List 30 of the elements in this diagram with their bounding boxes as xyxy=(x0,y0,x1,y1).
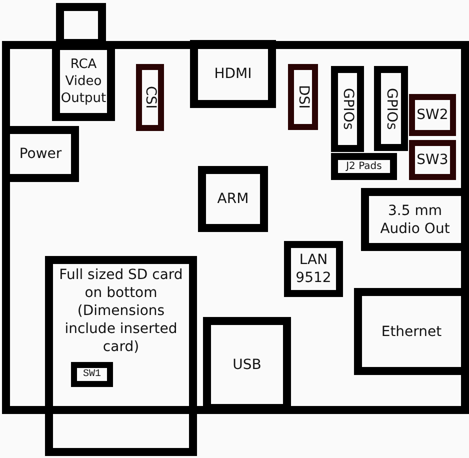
chip-box xyxy=(284,241,343,297)
component-label: J2 Pads xyxy=(346,160,382,174)
component-label: Ethernet xyxy=(381,322,442,340)
chip-box xyxy=(198,166,268,232)
header-box xyxy=(331,66,364,152)
component-label: DSI xyxy=(294,85,312,109)
component-label: HDMI xyxy=(214,65,252,83)
component-label: CSI xyxy=(142,86,160,109)
header-box xyxy=(374,66,408,151)
component-label: RCA Video Output xyxy=(60,56,107,107)
component-label: Power xyxy=(19,145,62,163)
component-label: SW3 xyxy=(416,150,448,170)
pads-box xyxy=(331,153,397,180)
connector-box xyxy=(288,64,318,130)
component-label: Full sized SD card on bottom (Dimensions include inserted card) xyxy=(58,266,184,356)
component-label: USB xyxy=(232,356,262,374)
connector-box xyxy=(136,64,164,131)
component-label: SW2 xyxy=(416,106,448,124)
board-outline xyxy=(2,41,469,414)
component-label: GPIOs xyxy=(382,88,400,130)
switch-box xyxy=(409,94,456,136)
component-label: 3.5 mm Audio Out xyxy=(379,202,451,238)
switch-box xyxy=(71,362,113,387)
component-label: LAN 9512 xyxy=(294,251,332,287)
card-slot-box xyxy=(45,256,197,456)
component-label: ARM xyxy=(217,190,249,208)
component-box xyxy=(190,40,276,108)
component-label: GPIOs xyxy=(339,88,357,130)
switch-box xyxy=(409,140,456,180)
component-label: SW1 xyxy=(82,368,101,382)
